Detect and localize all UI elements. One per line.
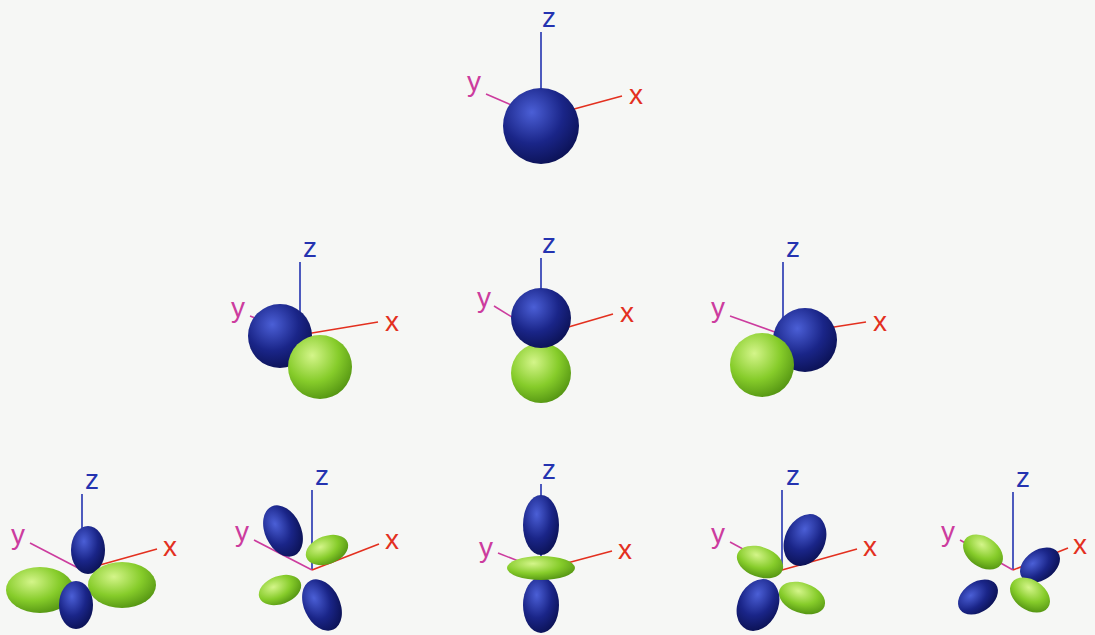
axis-label: z [786,234,800,262]
axis-label: z [542,4,556,32]
axis-label: z [85,466,99,494]
axis-label: x [385,526,399,554]
axis-label: y [711,520,725,548]
axis-label: z [1016,464,1030,492]
axis-label: z [786,462,800,490]
axis-label: z [315,462,329,490]
axis-label: x [863,533,877,561]
axis-label: x [1073,531,1087,559]
axis-label: z [542,230,556,258]
axis-label: y [941,518,955,546]
axis-label: x [618,536,632,564]
axis-label: x [629,81,643,109]
axis-label: x [385,308,399,336]
axis-label: y [711,294,725,322]
axis-label: z [542,456,556,484]
axis-label: y [231,294,245,322]
axis-label: x [163,533,177,561]
axis-label: y [467,68,481,96]
axis-label: y [235,518,249,546]
axis-label: x [873,308,887,336]
axis-label: y [477,284,491,312]
axis-label: y [11,521,25,549]
axis-label: z [303,234,317,262]
axis-label: x [620,299,634,327]
axis-label: y [479,534,493,562]
